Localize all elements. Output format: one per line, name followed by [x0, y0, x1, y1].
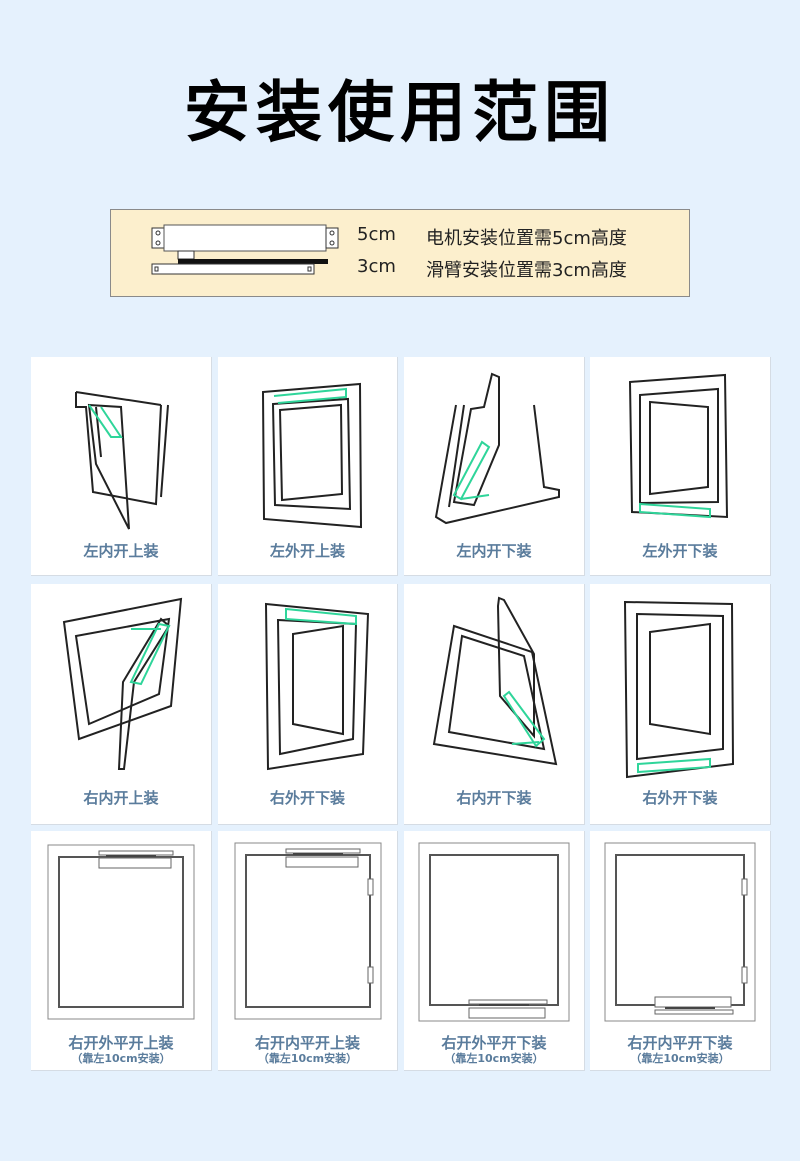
- card-label: 左外开下装: [642, 542, 718, 560]
- flat-window-inward-top-icon: [234, 842, 382, 1020]
- card-label: 左外开上装: [269, 542, 345, 560]
- install-card-right-outward-bottom-b: 右外开下装: [590, 584, 771, 825]
- card-sublabel: （靠左10cm安装）: [444, 1052, 544, 1065]
- window-left-inward-bottom-icon: [434, 372, 560, 525]
- card-label: 左内开上装: [83, 542, 159, 560]
- install-card-flat-inward-top: 右开内平开上装 （靠左10cm安装）: [218, 831, 398, 1071]
- install-card-left-inward-top: 左内开上装: [31, 357, 212, 576]
- install-card-right-inward-top: 右内开上装: [31, 584, 212, 825]
- motor-height-description: 电机安装位置需5cm高度: [426, 228, 627, 249]
- card-label: 右外开下装: [269, 789, 345, 807]
- install-card-right-inward-bottom: 右内开下装: [404, 584, 585, 825]
- install-card-flat-outward-top: 右开外平开上装 （靠左10cm安装）: [31, 831, 212, 1071]
- card-label: 右内开下装: [456, 789, 532, 807]
- card-sublabel: （靠左10cm安装）: [630, 1052, 730, 1065]
- window-opener-diagram-icon: [151, 224, 339, 275]
- window-right-outward-bottom-icon: [264, 602, 370, 771]
- window-left-outward-top-icon: [261, 382, 363, 529]
- card-sublabel: （靠左10cm安装）: [257, 1052, 358, 1065]
- arm-height-description: 滑臂安装位置需3cm高度: [426, 260, 627, 281]
- install-card-left-outward-top: 左外开上装: [218, 357, 398, 576]
- page-title: 安装使用范围: [184, 74, 616, 151]
- motor-height-dimension: 5cm: [357, 224, 396, 245]
- card-label: 右开内平开下装: [627, 1034, 733, 1052]
- card-label: 左内开下装: [456, 542, 532, 560]
- window-left-inward-top-icon: [75, 391, 169, 530]
- flat-window-outward-top-icon: [47, 844, 195, 1020]
- flat-window-inward-bottom-icon: [604, 842, 756, 1022]
- arm-height-dimension: 3cm: [357, 256, 396, 277]
- card-label: 右开内平开上装: [254, 1034, 360, 1052]
- card-label: 右外开下装: [642, 789, 718, 807]
- install-card-flat-inward-bottom: 右开内平开下装 （靠左10cm安装）: [590, 831, 771, 1071]
- card-label: 右开外平开上装: [68, 1034, 174, 1052]
- window-left-outward-bottom-icon: [628, 373, 729, 519]
- card-sublabel: （靠左10cm安装）: [71, 1052, 171, 1065]
- window-right-inward-bottom-icon: [432, 596, 558, 766]
- install-card-flat-outward-bottom: 右开外平开下装 （靠左10cm安装）: [404, 831, 585, 1071]
- spec-box: 5cm 电机安装位置需5cm高度 3cm 滑臂安装位置需3cm高度: [110, 209, 690, 297]
- card-label: 右内开上装: [83, 789, 159, 807]
- window-right-outward-bottom-icon: [623, 600, 735, 779]
- window-right-inward-top-icon: [62, 597, 183, 770]
- install-card-right-outward-bottom-a: 右外开下装: [218, 584, 398, 825]
- install-card-left-inward-bottom: 左内开下装: [404, 357, 585, 576]
- card-label: 右开外平开下装: [441, 1034, 547, 1052]
- flat-window-outward-bottom-icon: [418, 842, 570, 1022]
- install-card-left-outward-bottom: 左外开下装: [590, 357, 771, 576]
